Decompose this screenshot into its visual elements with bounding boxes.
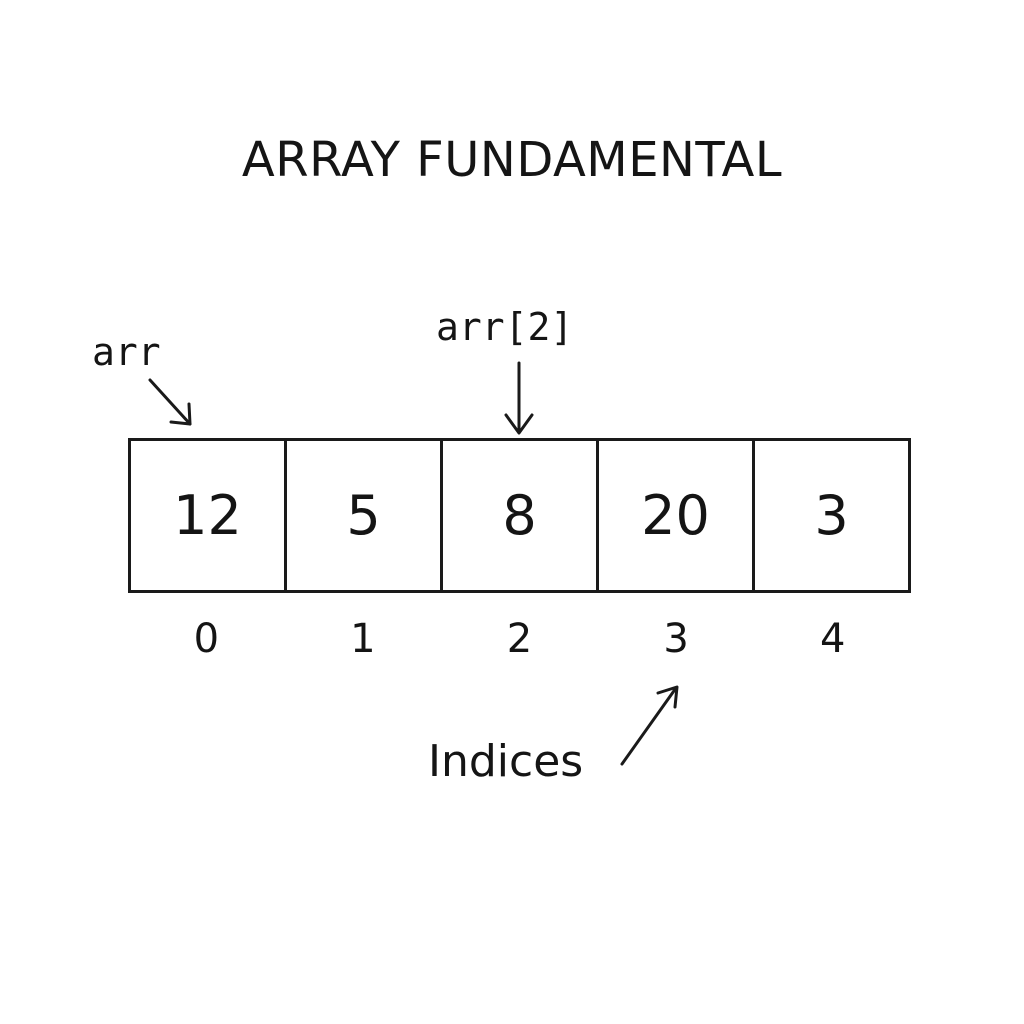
array-cell: 5 [284, 438, 443, 593]
index-label: 4 [819, 616, 846, 662]
index-label: 0 [193, 616, 220, 662]
arrow-to-indices-icon [620, 685, 679, 766]
element-access-label: arr[2] [436, 305, 574, 349]
arrow-to-array-icon [148, 378, 192, 426]
array-cell: 12 [128, 438, 287, 593]
array-cell: 3 [752, 438, 911, 593]
array-cell: 20 [596, 438, 755, 593]
array-cell: 8 [440, 438, 599, 593]
diagram-title: ARRAY FUNDAMENTAL [241, 132, 783, 188]
index-label: 2 [506, 616, 533, 662]
index-label: 1 [350, 616, 376, 662]
array-name-label: arr [92, 330, 161, 374]
indices-caption: Indices [428, 736, 584, 787]
arrow-to-element-icon [504, 361, 534, 435]
index-row: 0 1 2 3 4 [128, 616, 911, 662]
index-label: 3 [663, 616, 689, 662]
array-boxes: 12 5 8 20 3 [128, 438, 911, 593]
